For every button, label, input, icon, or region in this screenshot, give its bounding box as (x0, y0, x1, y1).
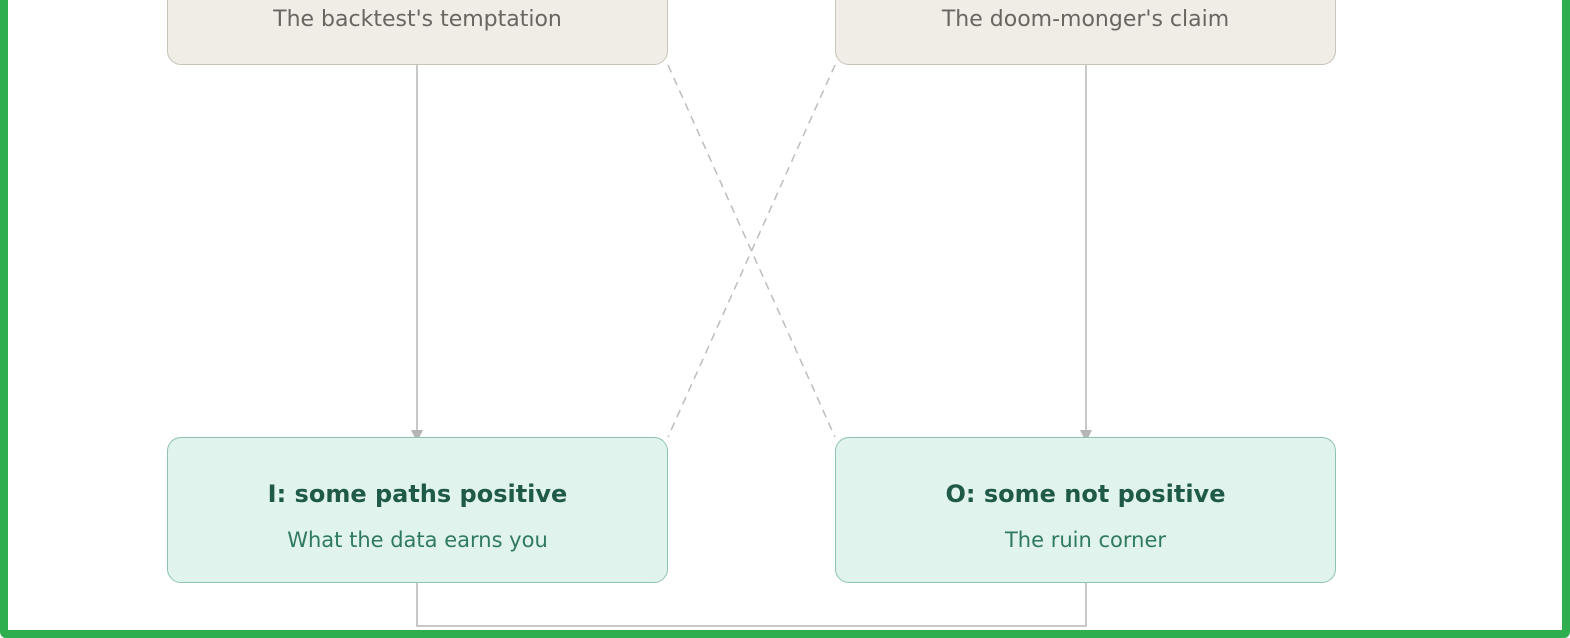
bottom-bracket-connector (416, 583, 1087, 627)
node-bottom-left-title: I: some paths positive (267, 480, 568, 508)
diagonal-connector-b (667, 64, 836, 438)
node-bottom-right: O: some not positive The ruin corner (835, 437, 1336, 583)
node-top-right: The doom-monger's claim (835, 0, 1336, 65)
node-bottom-left-subtitle: What the data earns you (287, 528, 548, 552)
node-bottom-left: I: some paths positive What the data ear… (167, 437, 668, 583)
node-bottom-right-subtitle: The ruin corner (1004, 528, 1167, 552)
node-bottom-right-title: O: some not positive (945, 480, 1226, 508)
node-top-left: The backtest's temptation (167, 0, 668, 65)
node-top-right-subtitle: The doom-monger's claim (941, 7, 1230, 32)
node-top-left-subtitle: The backtest's temptation (273, 7, 562, 32)
